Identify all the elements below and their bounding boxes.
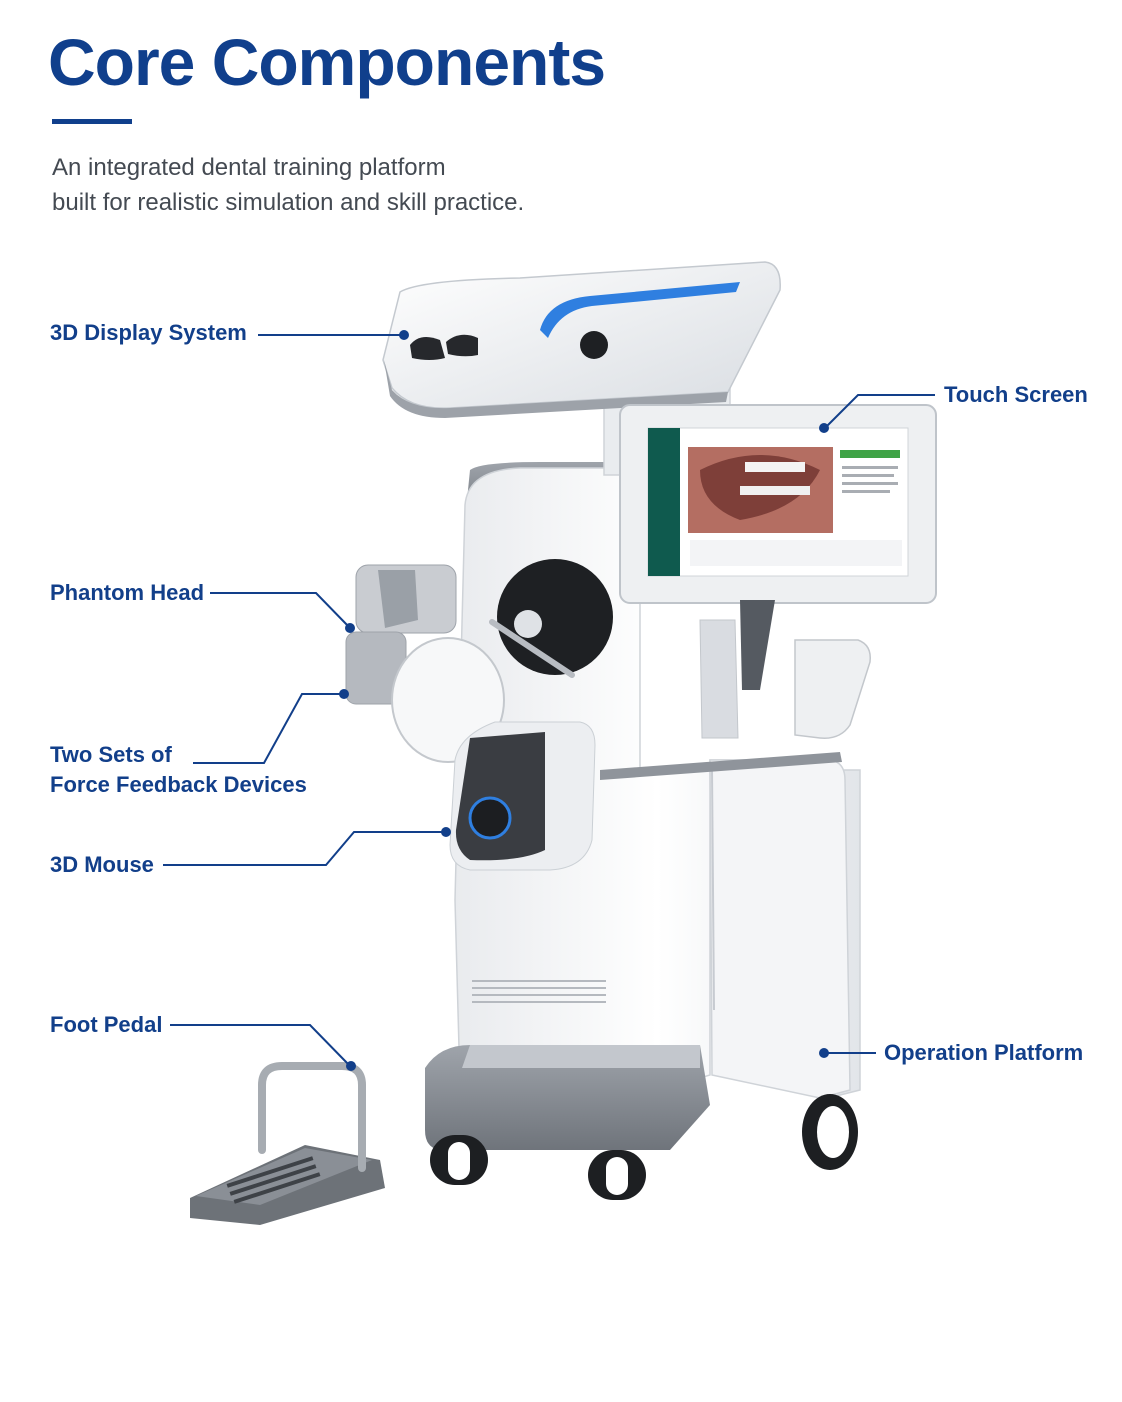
page-subtitle: An integrated dental training platform b… xyxy=(52,150,652,220)
label-force-feedback-line-2: Force Feedback Devices xyxy=(50,772,307,797)
touch-screen-monitor xyxy=(619,404,937,604)
label-force-feedback-line-1: Two Sets of xyxy=(50,742,172,767)
foot-pedal-device xyxy=(190,1062,385,1225)
page-title: Core Components xyxy=(48,25,606,99)
subtitle-line-2: built for realistic simulation and skill… xyxy=(52,189,525,216)
label-force-feedback-devices: Two Sets of Force Feedback Devices xyxy=(50,740,307,800)
force-feedback-disc xyxy=(489,559,613,678)
leader-dots xyxy=(339,330,829,1071)
3d-mouse-housing xyxy=(449,721,596,871)
leader-force-feedback xyxy=(193,693,344,764)
label-operation-platform: Operation Platform xyxy=(884,1040,1084,1065)
leader-touch-screen xyxy=(825,394,935,428)
speaker-grille xyxy=(472,980,606,1003)
label-3d-mouse: 3D Mouse xyxy=(50,852,154,877)
title-underline xyxy=(52,119,132,124)
instrument-holder xyxy=(699,600,871,739)
leader-mouse xyxy=(163,831,446,866)
label-3d-display-system: 3D Display System xyxy=(50,320,247,345)
label-foot-pedal: Foot Pedal xyxy=(50,1012,163,1037)
label-touch-screen: Touch Screen xyxy=(944,382,1088,407)
label-phantom-head: Phantom Head xyxy=(50,580,205,605)
subtitle-line-1: An integrated dental training platform xyxy=(52,154,446,181)
3d-display-unit xyxy=(382,261,781,418)
leader-foot-pedal xyxy=(170,1024,351,1067)
caster-wheels xyxy=(430,1094,858,1200)
leader-phantom-head xyxy=(210,592,351,629)
leader-lines xyxy=(163,334,935,1067)
